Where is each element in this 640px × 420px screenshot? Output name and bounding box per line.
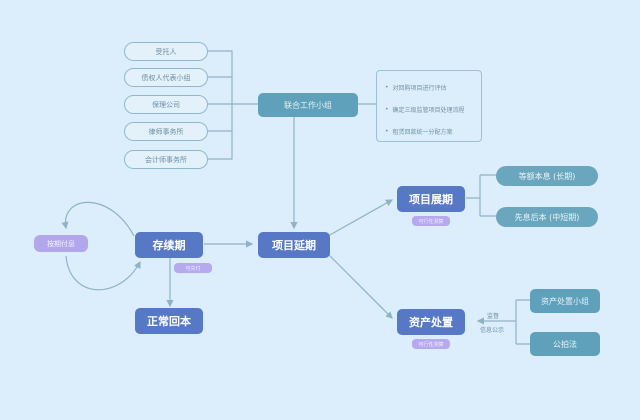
ext-option[interactable]: 先息后本 (中短期) bbox=[496, 207, 598, 227]
task-item: 对回购项目进行评估 bbox=[385, 76, 481, 98]
joint-tasks-list: 对回购项目进行评估 确定三级监管项目处理流程 租赁回款统一分配方案 bbox=[376, 70, 482, 142]
disposal-option[interactable]: 公拍法 bbox=[530, 332, 600, 356]
member-node[interactable]: 保理公司 bbox=[124, 95, 208, 114]
task-item: 确定三级监管项目处理流程 bbox=[385, 98, 481, 120]
disposal-node[interactable]: 资产处置 bbox=[397, 309, 465, 335]
publicity-label: 信息公示 bbox=[480, 327, 505, 334]
member-node[interactable]: 律师事务所 bbox=[124, 122, 208, 141]
member-node[interactable]: 债权人代表小组 bbox=[124, 68, 208, 87]
duration-node[interactable]: 存续期 bbox=[135, 232, 203, 258]
disposal-option[interactable]: 资产处置小组 bbox=[530, 289, 600, 313]
joint-group-node[interactable]: 联合工作小组 bbox=[258, 93, 358, 117]
task-item: 租赁回款统一分配方案 bbox=[385, 120, 481, 142]
extension-tag: 可行性测算 bbox=[412, 216, 450, 226]
delay-node[interactable]: 项目延期 bbox=[258, 232, 330, 258]
duration-tag: 可兑付 bbox=[174, 263, 212, 273]
ext-option[interactable]: 等额本息 (长期) bbox=[496, 166, 598, 186]
supervise-label: 监督 bbox=[487, 313, 500, 320]
member-node[interactable]: 会计师事务所 bbox=[124, 150, 208, 169]
normal-return-node[interactable]: 正常回本 bbox=[135, 308, 203, 334]
disposal-tag: 可行性测算 bbox=[412, 339, 450, 349]
extension-node[interactable]: 项目展期 bbox=[397, 186, 465, 212]
interest-node[interactable]: 按期付息 bbox=[34, 235, 88, 252]
member-node[interactable]: 受托人 bbox=[124, 42, 208, 61]
